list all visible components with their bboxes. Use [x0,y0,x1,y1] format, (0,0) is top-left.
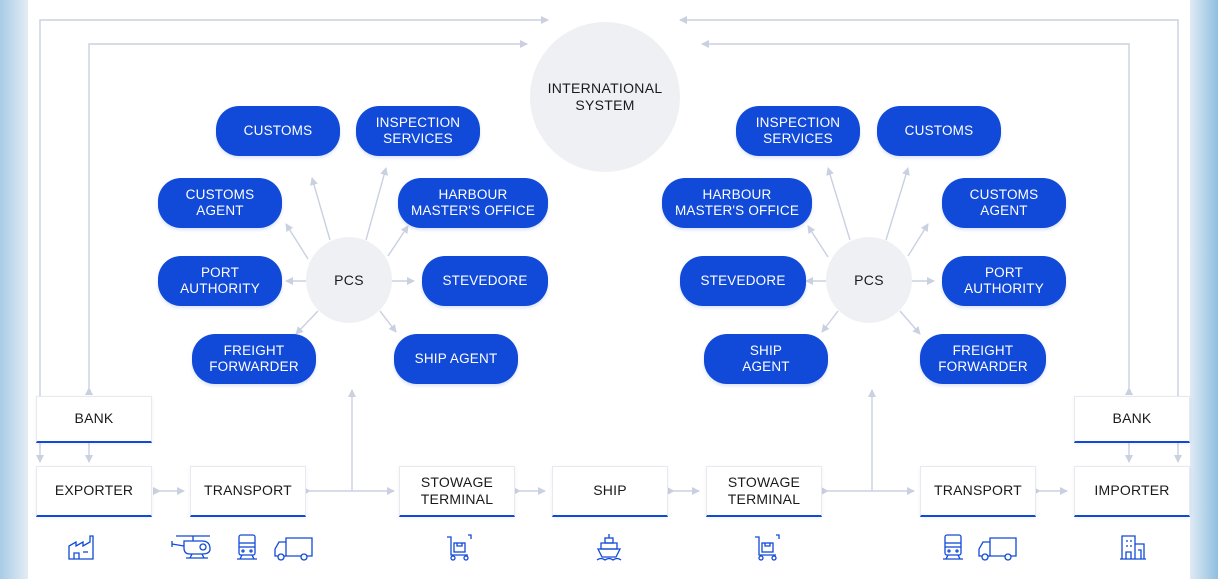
right-inspection-services-node: INSPECTION SERVICES [736,106,860,156]
right-port-authority-node: PORT AUTHORITY [942,256,1066,306]
train-icon [938,532,968,562]
right-stowage-terminal-box: STOWAGE TERMINAL [706,466,822,517]
truck-icon [272,532,316,562]
left-bank-box: BANK [36,396,152,443]
helicopter-icon [170,532,216,562]
right-freight-forwarder-node: FREIGHT FORWARDER [920,334,1046,384]
left-customs-node: CUSTOMS [216,106,340,156]
left-freight-forwarder-node: FREIGHT FORWARDER [192,334,316,384]
left-ship-agent-node: SHIP AGENT [394,334,518,384]
trolley-icon [752,532,782,562]
left-port-authority-node: PORT AUTHORITY [158,256,282,306]
truck-icon [976,532,1020,562]
train-icon [232,532,262,562]
left-stevedore-node: STEVEDORE [422,256,548,306]
trolley-icon [444,532,474,562]
right-ship-agent-node: SHIP AGENT [704,334,828,384]
right-customs-agent-node: CUSTOMS AGENT [942,178,1066,228]
right-transport-box: TRANSPORT [920,466,1036,517]
factory-icon [66,532,96,562]
exporter-box: EXPORTER [36,466,152,517]
ship-icon [594,532,624,562]
right-harbour-master-node: HARBOUR MASTER'S OFFICE [662,178,812,228]
left-inspection-services-node: INSPECTION SERVICES [356,106,480,156]
left-pcs-node: PCS [306,237,392,323]
right-pcs-node: PCS [826,237,912,323]
right-bank-box: BANK [1074,396,1190,443]
building-icon [1118,532,1148,562]
left-harbour-master-node: HARBOUR MASTER'S OFFICE [398,178,548,228]
left-transport-box: TRANSPORT [190,466,306,517]
international-system-node: INTERNATIONAL SYSTEM [530,22,680,172]
importer-box: IMPORTER [1074,466,1190,517]
left-stowage-terminal-box: STOWAGE TERMINAL [399,466,515,517]
ship-box: SHIP [552,466,668,517]
right-stevedore-node: STEVEDORE [680,256,806,306]
left-customs-agent-node: CUSTOMS AGENT [158,178,282,228]
right-customs-node: CUSTOMS [877,106,1001,156]
